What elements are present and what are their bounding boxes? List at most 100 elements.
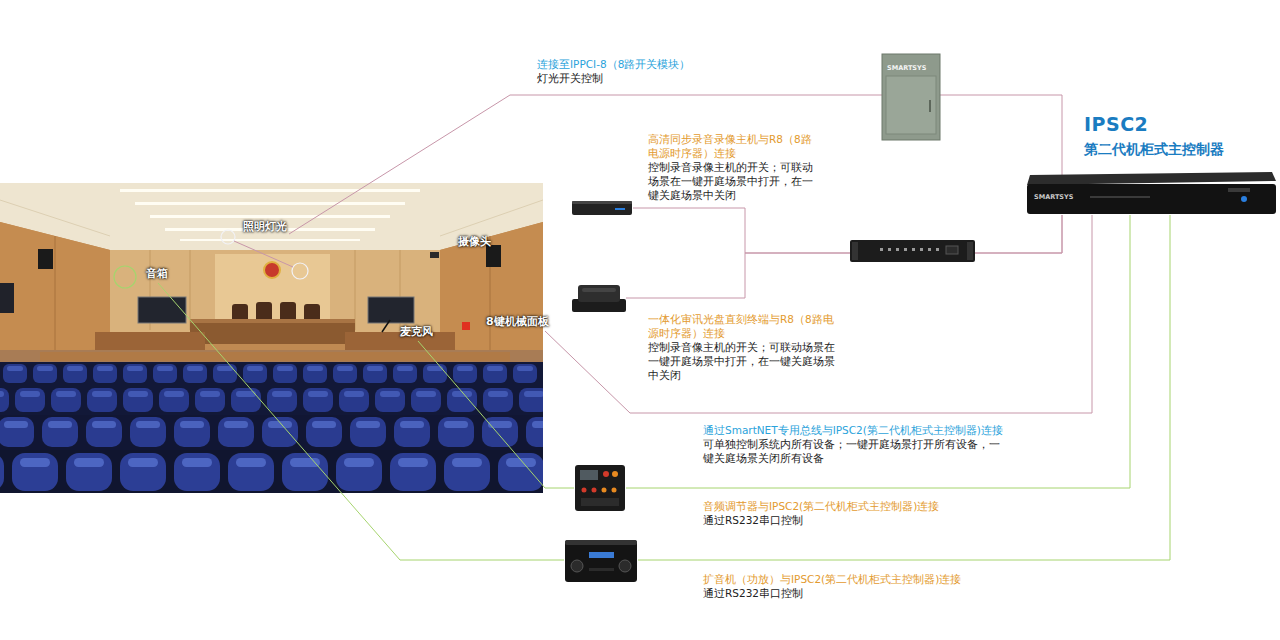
camera <box>430 252 439 258</box>
floor <box>0 350 543 364</box>
recorder-body <box>572 201 632 215</box>
seat-row <box>0 362 543 386</box>
device-heading: 一体化审讯光盘直刻终端与R8（8路电源时序器）连接 <box>648 312 842 340</box>
connector <box>633 208 1062 253</box>
seat-row <box>0 415 543 450</box>
amplifier: 扩音机（功放）与IPSC2(第二代机柜式主控制器)连接通过RS232串口控制 <box>564 540 638 582</box>
device-heading: 连接至IPPCI-8（8路开关模块） <box>537 57 767 71</box>
leader-line <box>234 241 293 267</box>
mixer-body <box>575 465 625 511</box>
sequencer-led <box>912 248 915 251</box>
sequencer-led <box>880 248 883 251</box>
wall-seam <box>190 250 191 330</box>
switch-module-door <box>886 76 936 134</box>
burner-top <box>578 285 620 302</box>
wall-seam <box>55 236 56 358</box>
photo-ground <box>0 183 543 493</box>
recorder-host: 高清同步录音录像主机与R8（8路电源时序器）连接控制录音录像主机的开关；可联动场… <box>572 199 633 216</box>
left-wall <box>0 222 110 372</box>
amplifier-picture <box>565 540 637 582</box>
device-heading: 扩音机（功放）与IPSC2(第二代机柜式主控制器)连接 <box>703 572 1003 586</box>
amplifier-knob <box>619 560 631 572</box>
device-heading: 音频调节器与IPSC2(第二代机柜式主控制器)连接 <box>703 499 1003 513</box>
audio-mixer: 音频调节器与IPSC2(第二代机柜式主控制器)连接通过RS232串口控制 <box>574 464 626 512</box>
connector <box>418 341 574 488</box>
connector <box>289 95 882 234</box>
device-note: 控制录音录像主机的开关；可联动场景在一键开庭场景中打开，在一键关庭场景中关闭 <box>648 160 822 202</box>
mixer-picture <box>575 465 625 511</box>
microphone <box>382 320 390 332</box>
power-button <box>1241 196 1247 202</box>
burner-picture <box>572 285 626 312</box>
mixer-screen <box>580 470 598 480</box>
sequencer-body <box>850 240 975 262</box>
controller-top <box>1027 172 1276 185</box>
speaker <box>486 245 501 267</box>
amplifier-body <box>565 540 637 582</box>
wall-screen <box>0 283 14 313</box>
bus-note: 可单独控制系统内所有设备；一键开庭场景打开所有设备，一键关庭场景关闭所有设备 <box>703 437 1005 465</box>
microphone-label: 麦克风 <box>398 323 435 341</box>
connector <box>626 215 1130 488</box>
controller-picture <box>1027 172 1276 214</box>
burner-highlight <box>582 288 616 292</box>
brand-mark: SMARTSYS <box>1034 193 1073 201</box>
connector <box>626 215 1062 298</box>
sequencer-led <box>936 248 939 251</box>
seat-row <box>0 386 543 415</box>
rack-ear <box>967 242 973 260</box>
caption: 连接至IPPCI-8（8路开关模块）灯光开关控制 <box>537 57 767 85</box>
ceiling-light <box>180 239 360 241</box>
right-wall <box>440 222 543 372</box>
caption: 高清同步录音录像主机与R8（8路电源时序器）连接控制录音录像主机的开关；可联动场… <box>648 132 822 202</box>
bench-top <box>190 319 355 323</box>
ceiling-lights <box>0 189 543 241</box>
photo-label: 摄像头 <box>458 235 491 249</box>
marker-circle <box>114 266 136 288</box>
switch-module-body <box>882 54 940 140</box>
connector <box>638 215 1170 560</box>
sequencer-led <box>904 248 907 251</box>
mixer-knob <box>603 471 609 477</box>
caption: IPSC2 第二代机柜式主控制器 <box>1084 112 1280 159</box>
recorder-led <box>615 208 625 210</box>
recorder-top <box>572 201 632 204</box>
ceiling-light <box>120 189 420 192</box>
caption: 扩音机（功放）与IPSC2(第二代机柜式主控制器)连接通过RS232串口控制 <box>703 572 1003 600</box>
panel-label: 8键机械面板 <box>484 313 551 331</box>
sequencer-led <box>896 248 899 251</box>
connector <box>158 283 564 560</box>
controller-title: IPSC2 <box>1084 112 1280 136</box>
sequencer-switch <box>946 246 958 254</box>
controller-front <box>1027 184 1276 214</box>
judge-bench <box>190 320 355 344</box>
speaker <box>38 249 53 269</box>
back-wall <box>110 250 440 332</box>
sequencer-led <box>888 248 891 251</box>
national-emblem <box>264 262 280 278</box>
bar-rail <box>40 352 510 361</box>
display-screen <box>368 297 414 323</box>
marker-circle <box>221 230 235 244</box>
camera-label: 摄像头 <box>456 233 493 251</box>
controller-display <box>1228 188 1250 192</box>
amplifier-display <box>589 552 614 558</box>
amplifier-buttons <box>589 568 614 571</box>
mixer-knob <box>582 488 587 493</box>
mixer-knob <box>612 471 618 477</box>
mixer-knob <box>592 488 597 493</box>
controller-subtitle: 第二代机柜式主控制器 <box>1084 139 1280 159</box>
seat-row <box>0 450 543 493</box>
photo-label: 8键机械面板 <box>486 315 549 329</box>
rack-ear <box>852 242 858 260</box>
connector <box>545 215 1092 413</box>
panel-marker <box>462 322 470 330</box>
brand-mark: SMARTSYS <box>887 64 926 72</box>
switch-module-picture <box>882 54 940 140</box>
ceiling-light <box>135 202 405 205</box>
caption: 一体化审讯光盘直刻终端与R8（8路电源时序器）连接控制录音像主机的开关；可联动场… <box>648 312 842 382</box>
